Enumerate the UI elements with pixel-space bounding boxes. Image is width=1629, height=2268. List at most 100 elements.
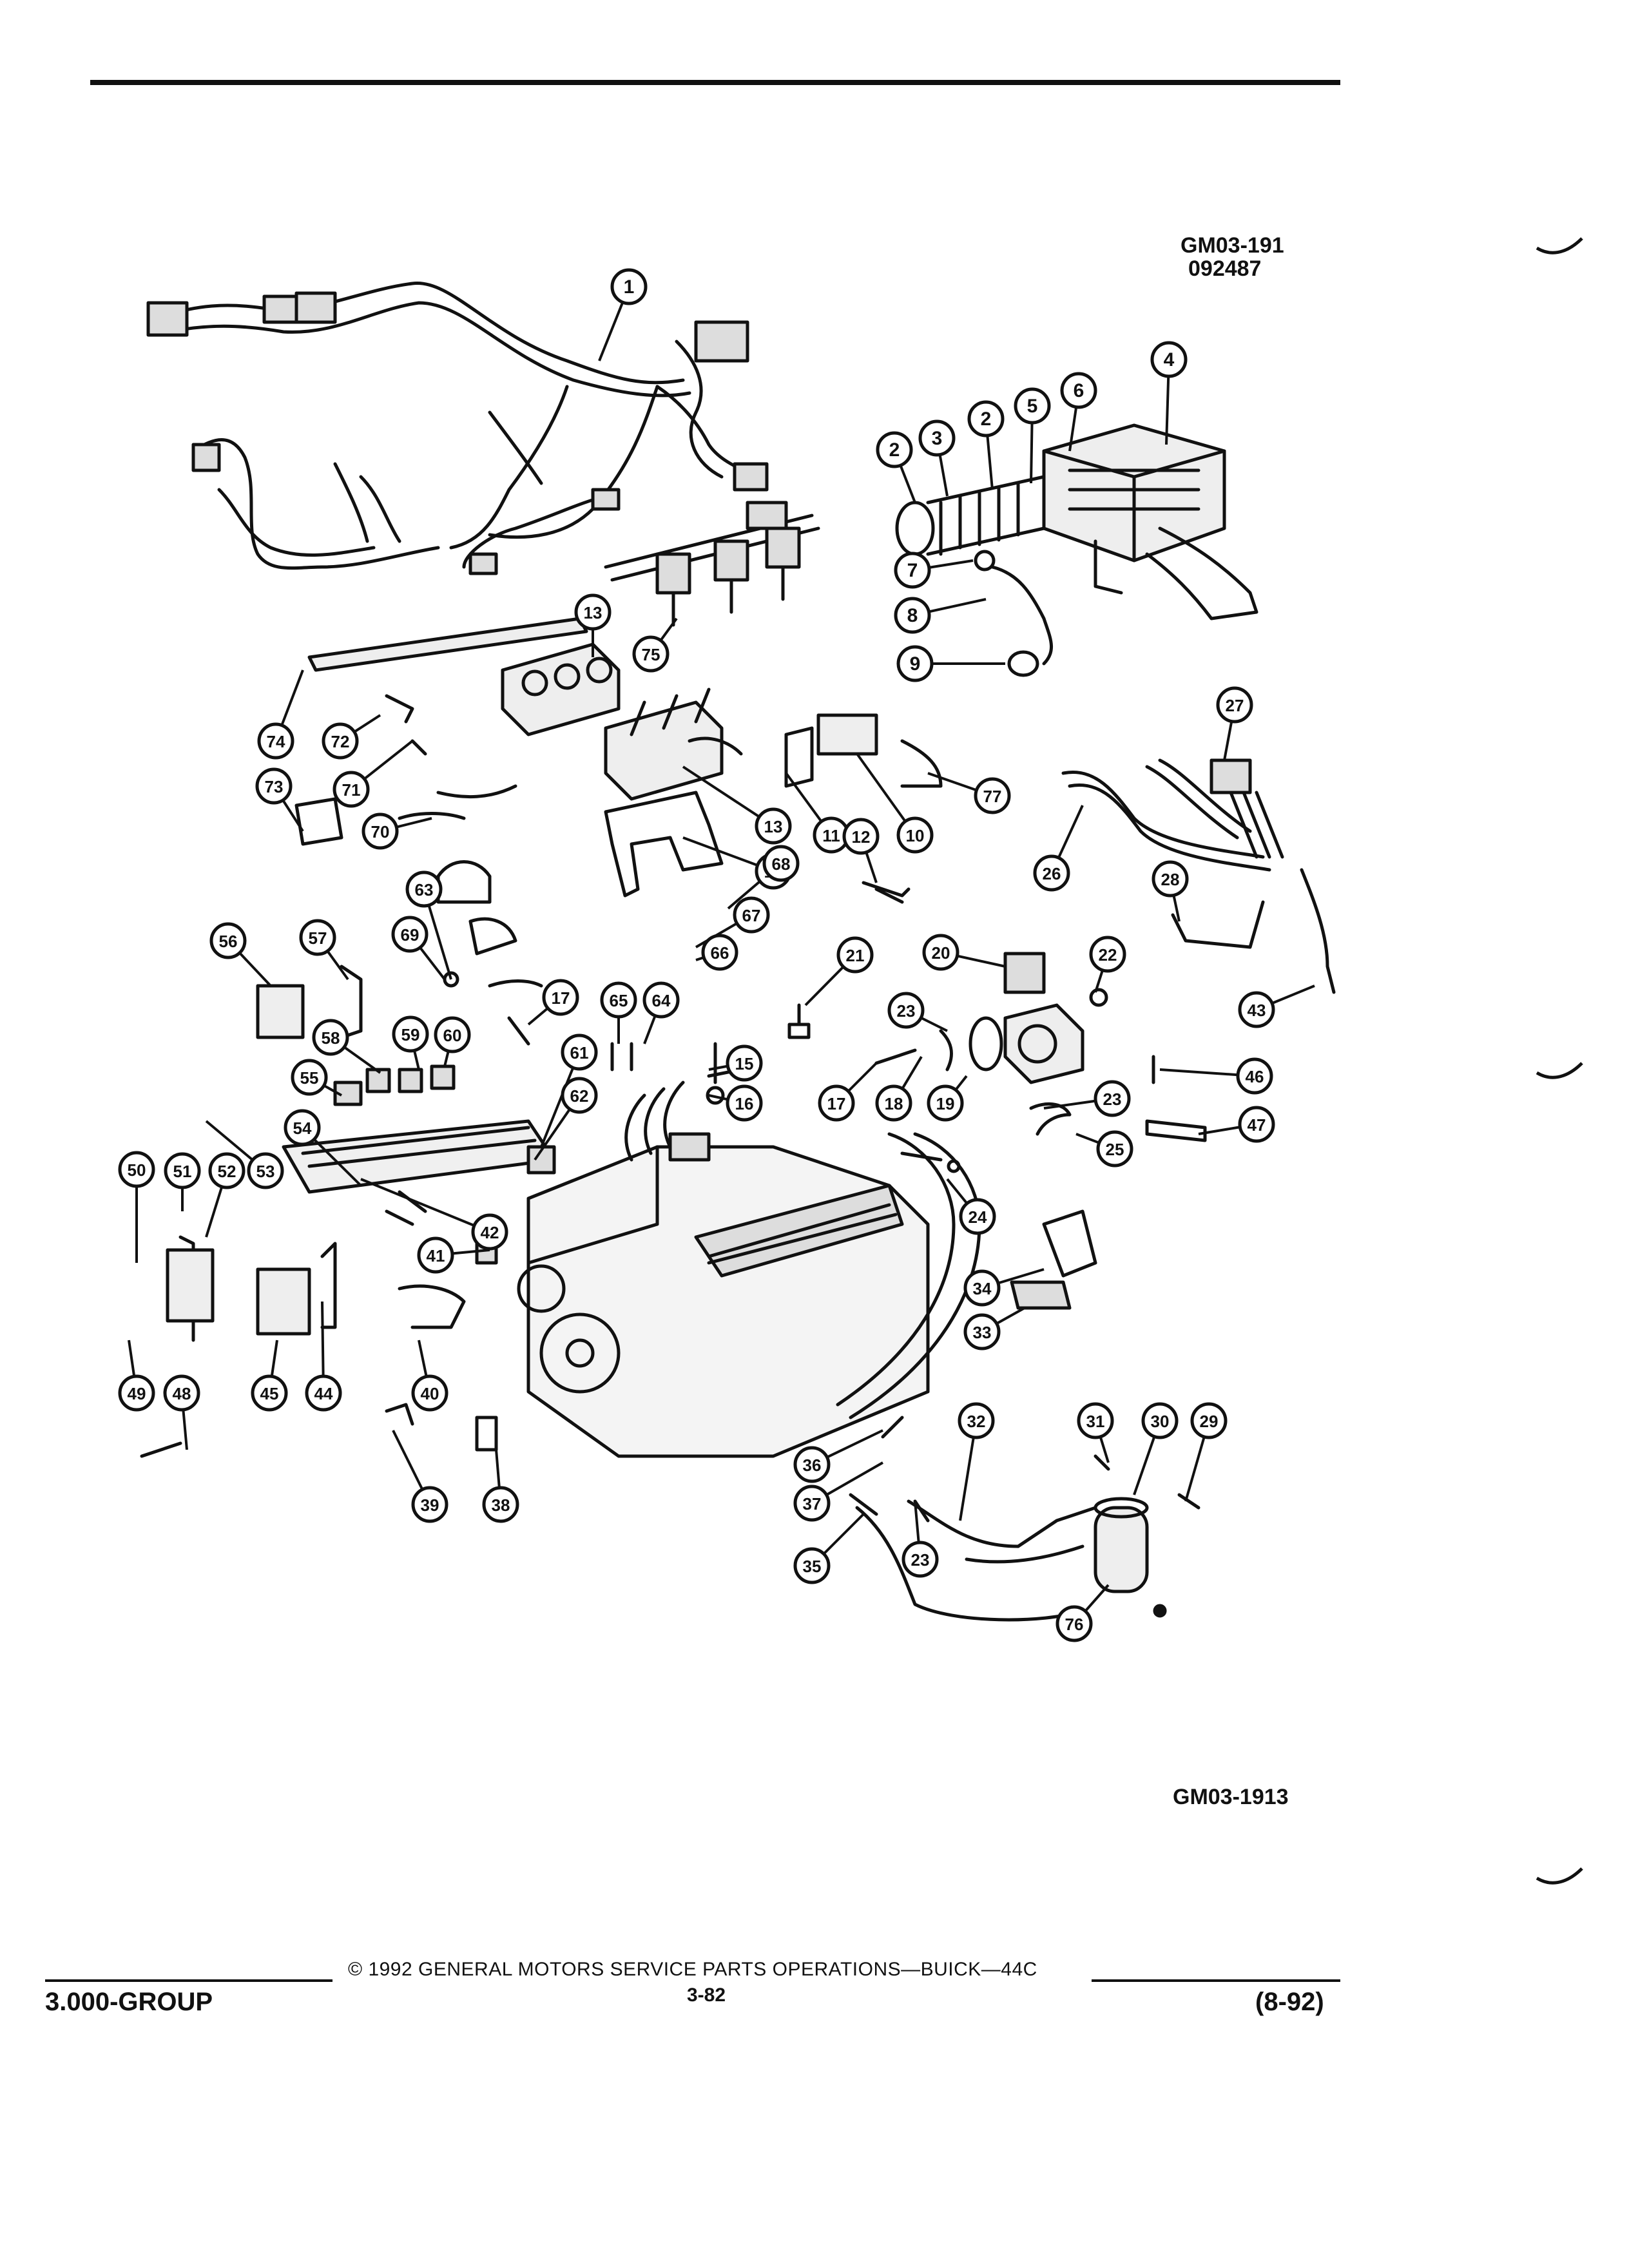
callout-71: 71 (333, 771, 370, 808)
callout-number: 7 (907, 560, 918, 581)
callout-circle (610, 268, 648, 305)
callout-76: 76 (1055, 1605, 1093, 1642)
callout-circle (299, 919, 336, 956)
callout-number: 69 (401, 925, 419, 945)
callout-34: 34 (963, 1269, 1001, 1307)
callout-circle (1238, 991, 1275, 1028)
callout-circle (561, 1077, 598, 1114)
callout-circle (733, 896, 770, 934)
callout-61: 61 (561, 1033, 598, 1071)
callout-leader-line (443, 1050, 450, 1067)
callout-number: 34 (973, 1279, 992, 1298)
callout-number: 53 (256, 1162, 275, 1181)
callout-number: 2 (889, 439, 900, 461)
callout-32: 32 (958, 1402, 995, 1439)
callout-circle (1060, 372, 1097, 409)
callout-leader-line (1165, 376, 1170, 445)
callout-number: 70 (371, 822, 390, 841)
figure-date-top: 092487 (1188, 256, 1262, 281)
callout-56: 56 (209, 922, 247, 959)
callout-64: 64 (642, 981, 680, 1019)
callout-36: 36 (793, 1446, 831, 1483)
callout-circle (391, 916, 429, 953)
figure-code-bottom: GM03-1913 (1173, 1785, 1289, 1809)
callout-41: 41 (417, 1236, 454, 1274)
callout-51: 51 (164, 1152, 201, 1189)
callout-20: 20 (922, 934, 959, 971)
vacuum-hose-part (900, 739, 943, 788)
margin-mark-bottom (1536, 1867, 1583, 1885)
callout-15: 15 (726, 1044, 763, 1082)
callout-circle (118, 1151, 155, 1188)
footer-copyright: © 1992 GENERAL MOTORS SERVICE PARTS OPER… (348, 1959, 1037, 1980)
callout-circle (255, 767, 293, 805)
callout-number: 45 (260, 1384, 279, 1403)
callout-leader-line (360, 1178, 475, 1227)
callout-27: 27 (1216, 686, 1253, 724)
callout-52: 52 (208, 1152, 246, 1189)
callout-13: 13 (755, 807, 792, 845)
callout-circle (793, 1547, 831, 1584)
callout-47: 47 (1238, 1106, 1275, 1143)
callout-number: 11 (822, 826, 840, 845)
callout-circle (974, 777, 1011, 814)
callout-6: 6 (1060, 372, 1097, 409)
callout-number: 71 (342, 780, 361, 800)
callout-circle (471, 1213, 508, 1251)
callout-circle (875, 1084, 912, 1122)
callout-number: 63 (415, 880, 434, 899)
callout-circle (333, 771, 370, 808)
callout-circle (574, 593, 612, 631)
callout-leader-line (182, 1409, 188, 1450)
callout-4: 4 (1150, 341, 1188, 378)
callout-leader-line (1159, 1068, 1239, 1077)
callout-leader-line (353, 714, 381, 733)
callout-number: 46 (1246, 1067, 1264, 1086)
callout-number: 23 (897, 1001, 916, 1021)
callout-leader-line (708, 1064, 728, 1071)
callout-circle (257, 722, 294, 760)
callout-circle (896, 816, 934, 854)
callout-leader-line (804, 966, 845, 1006)
callout-circle (918, 419, 956, 457)
callout-number: 15 (735, 1054, 754, 1073)
callout-leader-line (1271, 985, 1315, 1004)
callout-75: 75 (632, 635, 670, 673)
callout-leader-line (413, 1050, 420, 1070)
callout-number: 48 (173, 1384, 191, 1403)
callout-number: 16 (735, 1094, 754, 1113)
ignition-coil-pack-part (501, 642, 724, 801)
callout-leader-line (826, 1429, 883, 1459)
callout-circle (894, 552, 931, 589)
callout-leader-line (856, 753, 907, 823)
callout-leader-line (1223, 721, 1233, 761)
callout-leader-line (899, 465, 916, 503)
callout-40: 40 (411, 1374, 448, 1412)
callout-42: 42 (471, 1213, 508, 1251)
callout-38: 38 (482, 1486, 519, 1523)
callout-circle (1077, 1402, 1114, 1439)
callout-number: 19 (936, 1094, 955, 1113)
callout-number: 74 (267, 732, 285, 751)
air-cleaner-housing-part (1042, 423, 1258, 620)
callout-leader-line (1075, 1133, 1100, 1144)
callout-22: 22 (1089, 936, 1126, 973)
callout-number: 27 (1226, 696, 1244, 715)
callout-circle (959, 1198, 996, 1235)
callout-73: 73 (255, 767, 293, 805)
callout-number: 35 (803, 1557, 822, 1576)
callout-circle (1152, 860, 1189, 898)
callout-2: 2 (967, 400, 1005, 437)
callout-circle (967, 400, 1005, 437)
callout-circle (284, 1109, 321, 1146)
callout-leader-line (205, 1120, 254, 1161)
callout-leader-line (986, 435, 994, 490)
callout-leader-line (540, 1067, 575, 1148)
callout-circle (1094, 1080, 1131, 1117)
callout-circle (642, 981, 680, 1019)
callout-circle (291, 1059, 328, 1096)
callout-leader-line (959, 1437, 975, 1521)
callout-circle (247, 1152, 284, 1189)
footer-group: 3.000-GROUP (45, 1988, 213, 2016)
callout-number: 32 (967, 1412, 986, 1431)
